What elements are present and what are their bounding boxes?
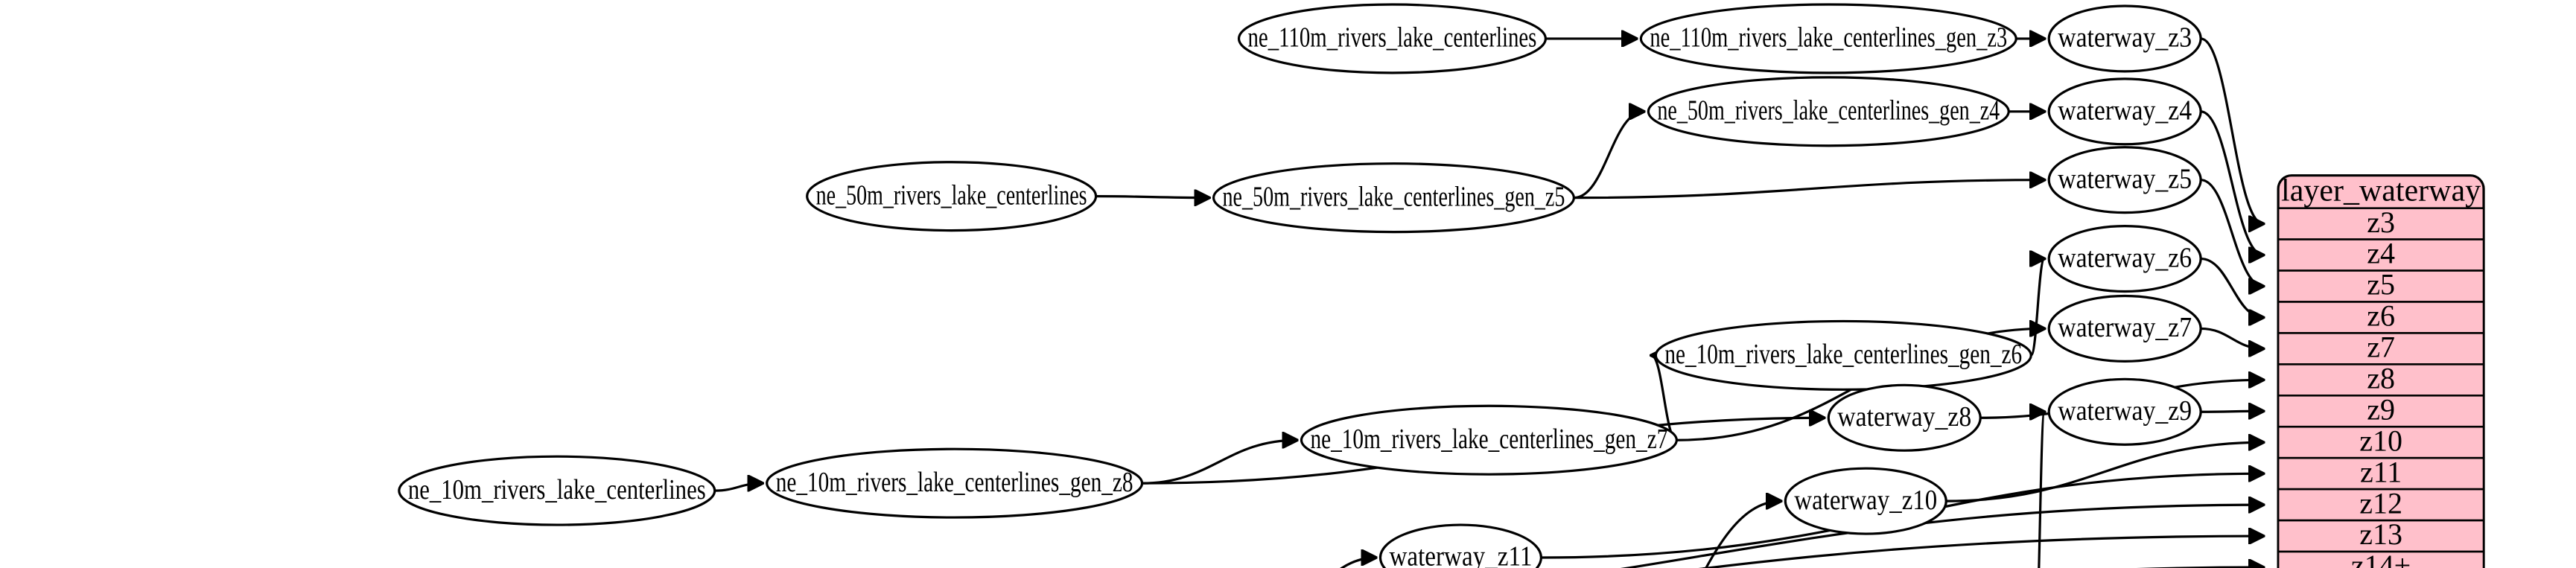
nodes-group: imposm3osm_waterway_linestringosm_import… <box>398 3 2202 568</box>
node-shape-waterway_z4 <box>2047 77 2202 146</box>
node-ne110m_z3[interactable]: ne_110m_rivers_lake_centerlines_gen_z3 <box>1639 3 2017 74</box>
edge-osm_iww_z11-to-waterway_z11 <box>1340 558 1376 568</box>
edge-ne50m-to-ne50m_z5 <box>1095 197 1209 198</box>
record-row-z7[interactable] <box>2277 332 2485 366</box>
record-row-label-z6: z6 <box>2367 299 2395 333</box>
node-waterway_z8[interactable]: waterway_z8 <box>1827 383 1982 452</box>
node-waterway_z3[interactable]: waterway_z3 <box>2047 4 2202 73</box>
node-waterway_z9[interactable]: waterway_z9 <box>2047 377 2202 446</box>
record-node-layer-waterway: layer_waterwayz3z4z5z6z7z8z9z10z11z12z13… <box>2277 173 2485 568</box>
node-shape-ne10m_z8 <box>766 447 1144 519</box>
node-label-ne10m_z7: ne_10m_rivers_lake_centerlines_gen_z7 <box>1310 424 1667 455</box>
node-shape-waterway_z11 <box>1378 523 1542 568</box>
edge-waterway_z12-to-layer_waterway-z12 <box>1620 505 2264 568</box>
node-shape-ne50m <box>806 161 1098 232</box>
record-row-label-z13: z13 <box>2359 517 2402 551</box>
edge-waterway_z10-to-layer_waterway-z10 <box>1946 442 2263 502</box>
node-shape-ne10m_z7 <box>1300 404 1678 476</box>
node-shape-waterway_z8 <box>1827 383 1982 452</box>
node-label-ne50m_z5: ne_50m_rivers_lake_centerlines_gen_z5 <box>1223 181 1565 212</box>
node-shape-waterway_z3 <box>2047 4 2202 73</box>
node-shape-waterway_z10 <box>1784 467 1947 535</box>
record-row-label-z14+: z14+ <box>2351 549 2411 568</box>
node-ne50m[interactable]: ne_50m_rivers_lake_centerlines <box>806 161 1098 232</box>
node-label-ne50m: ne_50m_rivers_lake_centerlines <box>816 179 1087 211</box>
node-waterway_z5[interactable]: waterway_z5 <box>2047 146 2202 214</box>
edge-waterway_z13-to-layer_waterway-z13 <box>1698 536 2263 568</box>
node-label-ne50m_z4: ne_50m_rivers_lake_centerlines_gen_z4 <box>1657 95 2000 127</box>
node-waterway_z7[interactable]: waterway_z7 <box>2047 294 2202 363</box>
node-ne10m_z8[interactable]: ne_10m_rivers_lake_centerlines_gen_z8 <box>766 447 1144 519</box>
node-label-ne10m_z8: ne_10m_rivers_lake_centerlines_gen_z8 <box>776 467 1133 498</box>
edge-waterway_z4-to-layer_waterway-z4 <box>2200 110 2263 255</box>
record-row-label-z10: z10 <box>2359 424 2402 457</box>
record-row-label-z7: z7 <box>2367 331 2395 364</box>
node-label-waterway_z10: waterway_z10 <box>1794 485 1937 516</box>
record-header-label: layer_waterway <box>2281 173 2481 208</box>
record-row-z6[interactable] <box>2277 301 2485 334</box>
node-label-waterway_z5: waterway_z5 <box>2058 163 2192 194</box>
node-shape-waterway_z7 <box>2047 294 2202 363</box>
node-label-waterway_z4: waterway_z4 <box>2058 95 2192 127</box>
node-label-waterway_z6: waterway_z6 <box>2058 242 2192 273</box>
record-row-label-z12: z12 <box>2359 486 2402 520</box>
edge-ne10m_z6-to-waterway_z6 <box>2031 259 2044 357</box>
record-row-label-z4: z4 <box>2367 237 2395 270</box>
edge-waterway_z7-to-layer_waterway-z7 <box>2201 327 2263 348</box>
record-row-z4[interactable] <box>2277 238 2485 272</box>
record-row-label-z11: z11 <box>2360 455 2402 488</box>
node-shape-ne10m <box>398 455 716 526</box>
node-shape-ne110m <box>1237 3 1547 74</box>
node-label-ne110m: ne_110m_rivers_lake_centerlines <box>1248 22 1537 54</box>
record-row-z11[interactable] <box>2277 456 2485 491</box>
node-shape-waterway_z6 <box>2047 225 2202 293</box>
record-row-z14+[interactable] <box>2277 550 2485 568</box>
node-label-waterway_z9: waterway_z9 <box>2058 395 2192 427</box>
node-ne10m[interactable]: ne_10m_rivers_lake_centerlines <box>398 455 716 526</box>
edge-ne10m_z8-to-ne10m_z7 <box>1142 440 1297 485</box>
edge-waterway_z5-to-layer_waterway-z5 <box>2200 179 2263 287</box>
node-shape-ne10m_z6 <box>1654 319 2032 391</box>
node-waterway_z4[interactable]: waterway_z4 <box>2047 77 2202 146</box>
edge-osm_iww_z10-to-waterway_z10 <box>1705 501 1781 568</box>
node-ne50m_z5[interactable]: ne_50m_rivers_lake_centerlines_gen_z5 <box>1212 162 1575 234</box>
node-shape-ne50m_z4 <box>1647 76 2010 147</box>
node-ne110m[interactable]: ne_110m_rivers_lake_centerlines <box>1237 3 1547 74</box>
record-row-label-z8: z8 <box>2367 362 2395 395</box>
record-row-z8[interactable] <box>2277 363 2485 397</box>
node-ne10m_z6[interactable]: ne_10m_rivers_lake_centerlines_gen_z6 <box>1654 319 2032 391</box>
edge-ne50m_z5-to-ne50m_z4 <box>1574 112 1644 200</box>
node-shape-ne110m_z3 <box>1639 3 2017 74</box>
node-label-ne10m_z6: ne_10m_rivers_lake_centerlines_gen_z6 <box>1664 339 2022 370</box>
node-shape-waterway_z5 <box>2047 146 2202 214</box>
node-waterway_z10[interactable]: waterway_z10 <box>1784 467 1947 535</box>
node-ne10m_z7[interactable]: ne_10m_rivers_lake_centerlines_gen_z7 <box>1300 404 1678 476</box>
node-label-waterway_z3: waterway_z3 <box>2058 22 2192 54</box>
node-label-waterway_z7: waterway_z7 <box>2058 312 2192 343</box>
record-row-label-z9: z9 <box>2367 392 2395 426</box>
node-label-ne110m_z3: ne_110m_rivers_lake_centerlines_gen_z3 <box>1650 22 2007 54</box>
record-row-z10[interactable] <box>2277 425 2485 459</box>
edge-ne10m-to-ne10m_z8 <box>714 483 763 492</box>
node-waterway_z6[interactable]: waterway_z6 <box>2047 225 2202 293</box>
node-label-ne10m: ne_10m_rivers_lake_centerlines <box>408 474 706 505</box>
node-label-waterway_z8: waterway_z8 <box>1837 401 1971 433</box>
node-shape-ne50m_z5 <box>1212 162 1575 234</box>
record-row-label-z5: z5 <box>2367 268 2395 301</box>
node-waterway_z11[interactable]: waterway_z11 <box>1378 523 1542 568</box>
edge-waterway_z9-to-layer_waterway-z9 <box>2201 411 2263 412</box>
node-label-waterway_z11: waterway_z11 <box>1389 541 1532 568</box>
node-shape-waterway_z9 <box>2047 377 2202 446</box>
record-row-label-z3: z3 <box>2367 205 2395 239</box>
edge-osm_iww_z9-to-waterway_z9 <box>2035 412 2044 568</box>
edge-waterway_z3-to-layer_waterway-z3 <box>2200 37 2263 224</box>
edge-ne50m_z5-to-waterway_z5 <box>1574 180 2044 200</box>
node-ne50m_z4[interactable]: ne_50m_rivers_lake_centerlines_gen_z4 <box>1647 76 2010 147</box>
edge-waterway_z6-to-layer_waterway-z6 <box>2201 257 2263 318</box>
